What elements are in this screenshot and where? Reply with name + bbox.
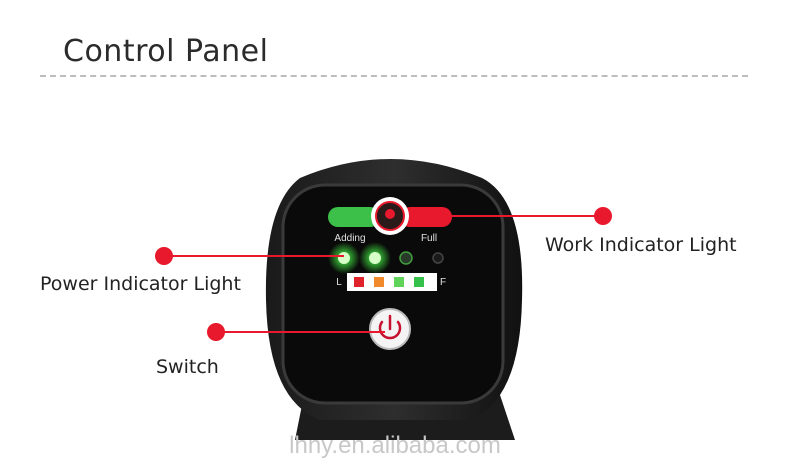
level-low-label: L — [336, 277, 342, 288]
full-label: Full — [421, 233, 437, 244]
work-indicator-callout: Work Indicator Light — [545, 234, 737, 256]
full-bar — [400, 207, 452, 227]
watermark: lhny.en.alibaba.com — [289, 432, 501, 459]
power-icon — [378, 320, 402, 340]
switch-callout: Switch — [156, 356, 219, 378]
control-face — [281, 183, 505, 405]
page-title: Control Panel — [63, 34, 269, 69]
indicator-light-dim — [432, 252, 444, 264]
power-indicator-callout: Power Indicator Light — [40, 273, 241, 295]
work-indicator-light — [369, 252, 381, 264]
level-cell — [374, 277, 384, 287]
title-divider — [40, 75, 748, 77]
level-cell — [414, 277, 424, 287]
level-cells — [354, 277, 424, 287]
power-indicator-light — [338, 252, 350, 264]
indicator-light-off — [399, 251, 413, 265]
level-cell — [394, 277, 404, 287]
power-callout-dot — [155, 247, 173, 265]
switch-callout-dot — [207, 323, 225, 341]
level-cell — [354, 277, 364, 287]
level-full-label: F — [440, 277, 446, 288]
work-callout-dot — [594, 207, 612, 225]
adding-label: Adding — [334, 233, 365, 244]
adding-bar — [328, 207, 380, 227]
emblem-core-icon — [385, 209, 395, 219]
